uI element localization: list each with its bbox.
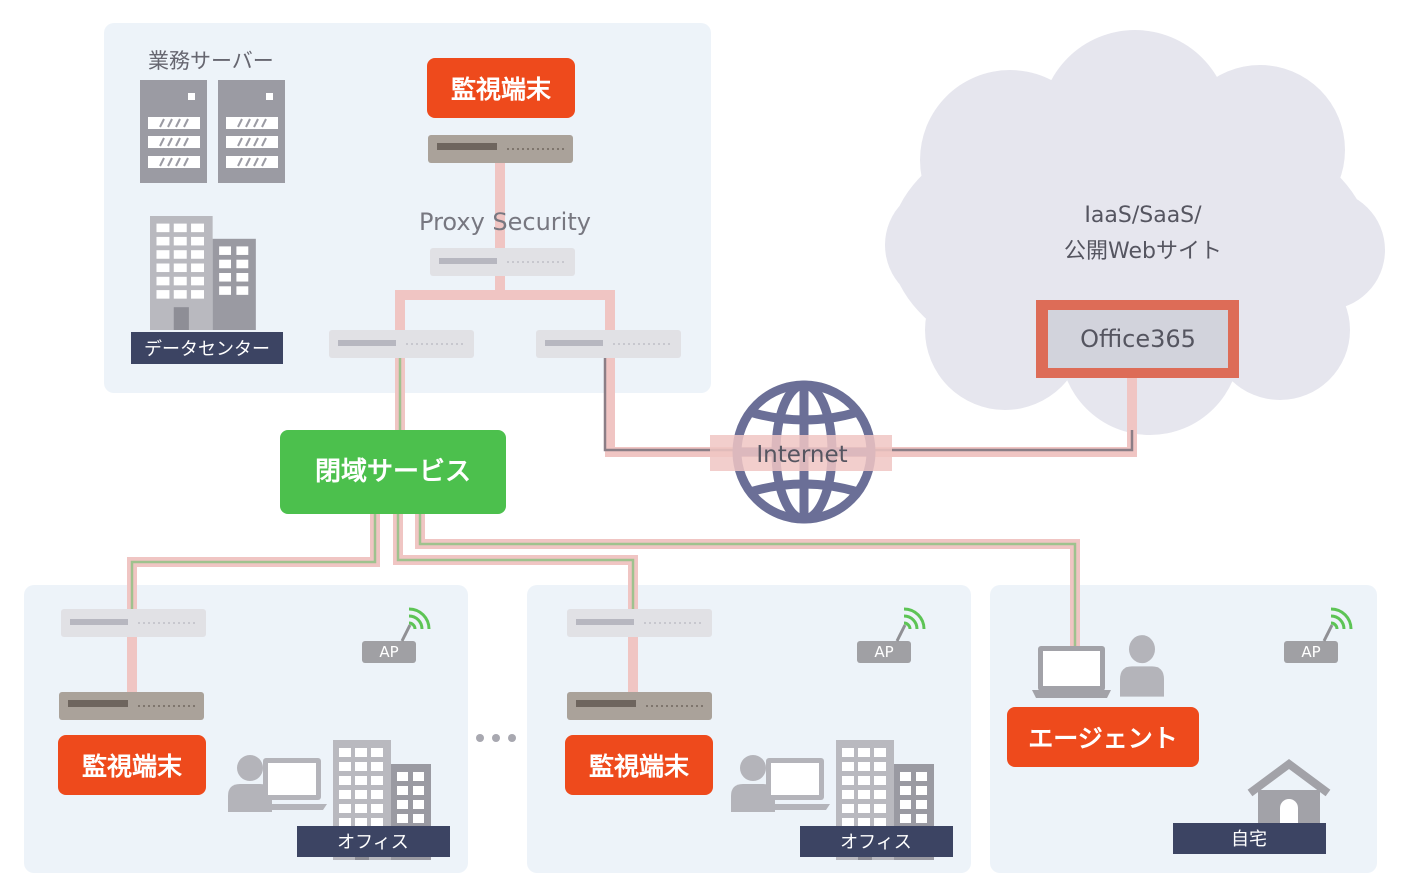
closed-network-box (280, 430, 506, 514)
internet-label: Internet (756, 442, 847, 468)
office2-switch-dark (566, 691, 713, 721)
office365-label: Office365 (1080, 325, 1196, 353)
ellipsis-dots (476, 734, 516, 742)
office1-ap-label: AP (379, 643, 398, 661)
office1-label-bg (297, 826, 450, 857)
home-label-bg (1173, 823, 1326, 854)
dc-switch-left (328, 329, 475, 359)
house-icon (1247, 759, 1331, 824)
cloud-line2: 公開Webサイト (1064, 239, 1222, 264)
internet-label-bg (710, 435, 892, 471)
office2-switch-light (566, 608, 713, 638)
server-label: 業務サーバー (148, 49, 274, 73)
datacenter-label: データセンター (144, 339, 270, 360)
dc-monitor-label: 監視端末 (451, 75, 551, 104)
closed-network-label: 閉域サービス (315, 457, 471, 487)
office2-ap-label: AP (874, 643, 893, 661)
dc-monitor-switch (427, 134, 574, 164)
office1-monitor-label: 監視端末 (82, 752, 182, 781)
dc-switch-right (535, 329, 682, 359)
office2-label: オフィス (840, 832, 912, 853)
home-label: 自宅 (1231, 829, 1267, 850)
home-ap-label: AP (1301, 643, 1320, 661)
agent-badge (1007, 707, 1199, 767)
datacenter-label-bg (131, 332, 283, 364)
office1-label: オフィス (337, 832, 409, 853)
agent-label: エージェント (1028, 724, 1178, 753)
office1-switch-dark (58, 691, 205, 721)
office2-label-bg (800, 826, 953, 857)
server-icon (140, 80, 285, 183)
office1-monitor-badge (58, 735, 206, 795)
office2-monitor-badge (565, 735, 713, 795)
proxy-switch (429, 247, 576, 277)
proxy-label: Proxy Security (419, 208, 591, 236)
office1-switch-light (60, 608, 207, 638)
cloud-line1: IaaS/SaaS/ (1084, 203, 1202, 228)
office365-inner (1048, 310, 1228, 368)
office2-monitor-label: 監視端末 (589, 752, 689, 781)
inner-connection-lines (130, 345, 1134, 646)
dc-monitor-badge (427, 58, 575, 118)
home-laptop-icon (1032, 646, 1111, 698)
